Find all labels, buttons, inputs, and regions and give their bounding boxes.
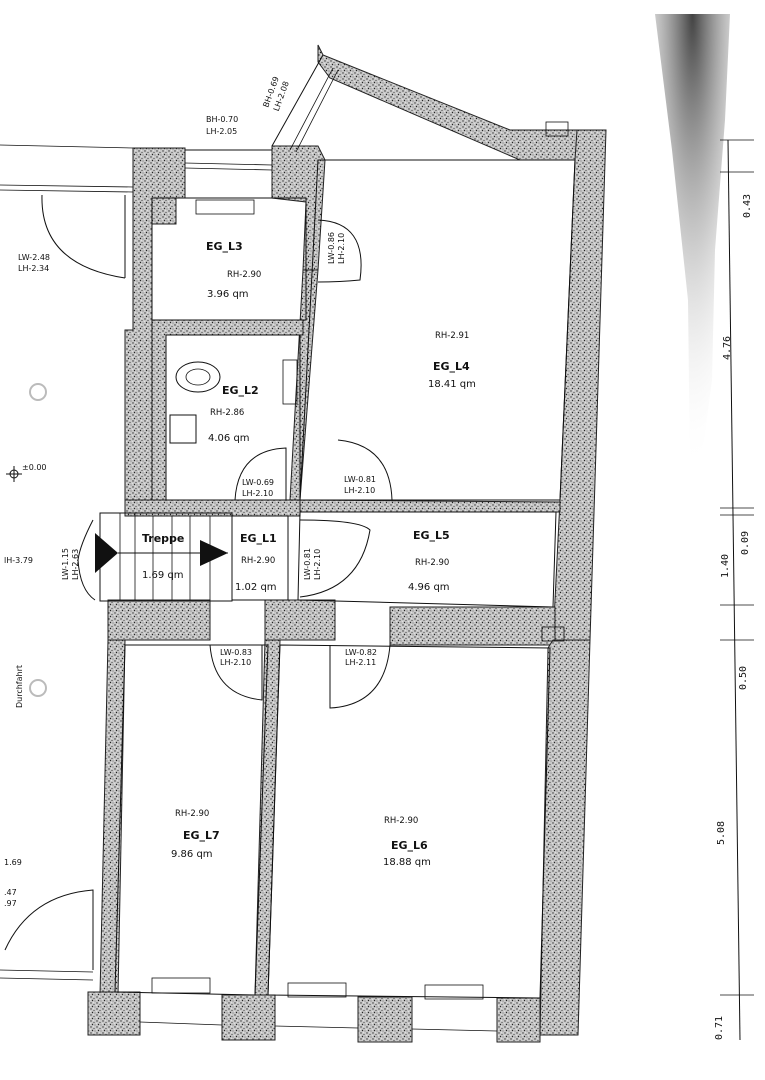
svg-text:LW-0.83: LW-0.83 [220, 648, 252, 657]
svg-text:LH-2.10: LH-2.10 [242, 489, 273, 498]
room-EG_L1: EG_L1 RH-2.90 1.02 qm [235, 532, 277, 593]
svg-text:RH-2.86: RH-2.86 [210, 408, 244, 418]
svg-text:LH-2.10: LH-2.10 [344, 486, 375, 495]
punch-hole-icon [29, 383, 47, 401]
dimension-chain [720, 139, 754, 1041]
scan-shadow [655, 14, 730, 470]
svg-text:0.50: 0.50 [738, 666, 749, 690]
room-Treppe: Treppe 1.69 qm [142, 532, 184, 581]
punch-hole-icon [29, 679, 47, 697]
room-EG_L7: RH-2.90 EG_L7 9.86 qm [171, 809, 220, 860]
room-outlines [114, 159, 576, 999]
svg-text:LW-0.86: LW-0.86 [327, 232, 336, 264]
room-EG_L6: RH-2.90 EG_L6 18.88 qm [383, 816, 431, 868]
svg-text:4.76: 4.76 [722, 336, 733, 360]
svg-text:RH-2.90: RH-2.90 [241, 556, 275, 566]
svg-text:EG_L2: EG_L2 [222, 384, 259, 397]
svg-text:LW-0.82: LW-0.82 [345, 648, 377, 657]
svg-text:lH-3.79: lH-3.79 [4, 556, 33, 565]
opening-labels: BH-0.70 LH-2.05 BH-0.69 LH-2.08 LW-2.48 … [18, 75, 377, 667]
windows [0, 54, 498, 1032]
svg-text:LH-2.10: LH-2.10 [337, 233, 346, 264]
svg-text:9.86 qm: 9.86 qm [171, 849, 213, 860]
svg-text:4.06 qm: 4.06 qm [208, 433, 250, 444]
svg-text:1.69 qm: 1.69 qm [142, 570, 184, 581]
svg-text:RH-2.90: RH-2.90 [415, 558, 449, 568]
svg-text:EG_L7: EG_L7 [183, 829, 220, 842]
svg-text:1.40: 1.40 [720, 554, 731, 578]
svg-text:LH-2.10: LH-2.10 [313, 549, 322, 580]
svg-text:Durchfahrt: Durchfahrt [15, 665, 24, 708]
stair-arrow-icon [200, 540, 228, 566]
room-EG_L4: RH-2.91 EG_L4 18.41 qm [428, 331, 476, 390]
svg-text:5.08: 5.08 [716, 821, 727, 845]
toilet-icon [175, 361, 221, 393]
svg-text:RH-2.90: RH-2.90 [227, 270, 261, 280]
door-swings [4, 194, 393, 970]
svg-text:RH-2.91: RH-2.91 [435, 331, 469, 341]
svg-text:3.96 qm: 3.96 qm [207, 289, 249, 300]
svg-text:18.41 qm: 18.41 qm [428, 379, 476, 390]
walls [87, 44, 607, 1043]
svg-text:Treppe: Treppe [142, 532, 184, 545]
svg-text:EG_L6: EG_L6 [391, 839, 428, 852]
svg-text:EG_L3: EG_L3 [206, 240, 243, 253]
stairs [95, 512, 289, 602]
svg-text:EG_L1: EG_L1 [240, 532, 277, 545]
svg-text:LH-2.11: LH-2.11 [345, 658, 376, 667]
svg-text:RH-2.90: RH-2.90 [384, 816, 418, 826]
dimension-labels: 0.43 4.76 0.09 1.40 0.50 5.08 0.71 [714, 194, 753, 1040]
svg-text:.97: .97 [4, 899, 17, 908]
svg-text:LH-2.34: LH-2.34 [18, 264, 49, 273]
svg-text:LW-1.15: LW-1.15 [61, 548, 70, 580]
room-EG_L5: EG_L5 RH-2.90 4.96 qm [408, 529, 450, 593]
svg-text:18.88 qm: 18.88 qm [383, 857, 431, 868]
sink-icon [169, 414, 197, 444]
svg-text:4.96 qm: 4.96 qm [408, 582, 450, 593]
svg-text:LW-2.48: LW-2.48 [18, 253, 50, 262]
svg-text:BH-0.70: BH-0.70 [206, 115, 238, 124]
svg-text:±0.00: ±0.00 [22, 463, 47, 472]
left-margin: ±0.00 lH-3.79 Durchfahrt 1.69 .47 .97 [4, 383, 47, 908]
stair-arrow-icon [95, 533, 118, 573]
svg-text:LW-0.81: LW-0.81 [303, 548, 312, 580]
svg-text:LH-2.05: LH-2.05 [206, 127, 237, 136]
svg-text:1.69: 1.69 [4, 858, 22, 867]
svg-text:0.09: 0.09 [740, 531, 751, 555]
svg-text:LH-2.63: LH-2.63 [71, 549, 80, 580]
level-marker-icon [6, 466, 22, 482]
svg-text:LW-0.81: LW-0.81 [344, 475, 376, 484]
svg-text:EG_L4: EG_L4 [433, 360, 470, 373]
svg-text:EG_L5: EG_L5 [413, 529, 450, 542]
svg-text:LH-2.10: LH-2.10 [220, 658, 251, 667]
room-EG_L2: EG_L2 RH-2.86 4.06 qm [208, 384, 259, 444]
bathroom-fixtures [169, 361, 221, 444]
svg-text:LW-0.69: LW-0.69 [242, 478, 274, 487]
svg-text:1.02 qm: 1.02 qm [235, 582, 277, 593]
svg-text:0.43: 0.43 [742, 194, 753, 218]
svg-text:.47: .47 [4, 888, 17, 897]
room-EG_L3: EG_L3 RH-2.90 3.96 qm [206, 240, 261, 300]
svg-text:0.71: 0.71 [714, 1016, 725, 1040]
svg-text:RH-2.90: RH-2.90 [175, 809, 209, 819]
radiators [541, 121, 569, 642]
